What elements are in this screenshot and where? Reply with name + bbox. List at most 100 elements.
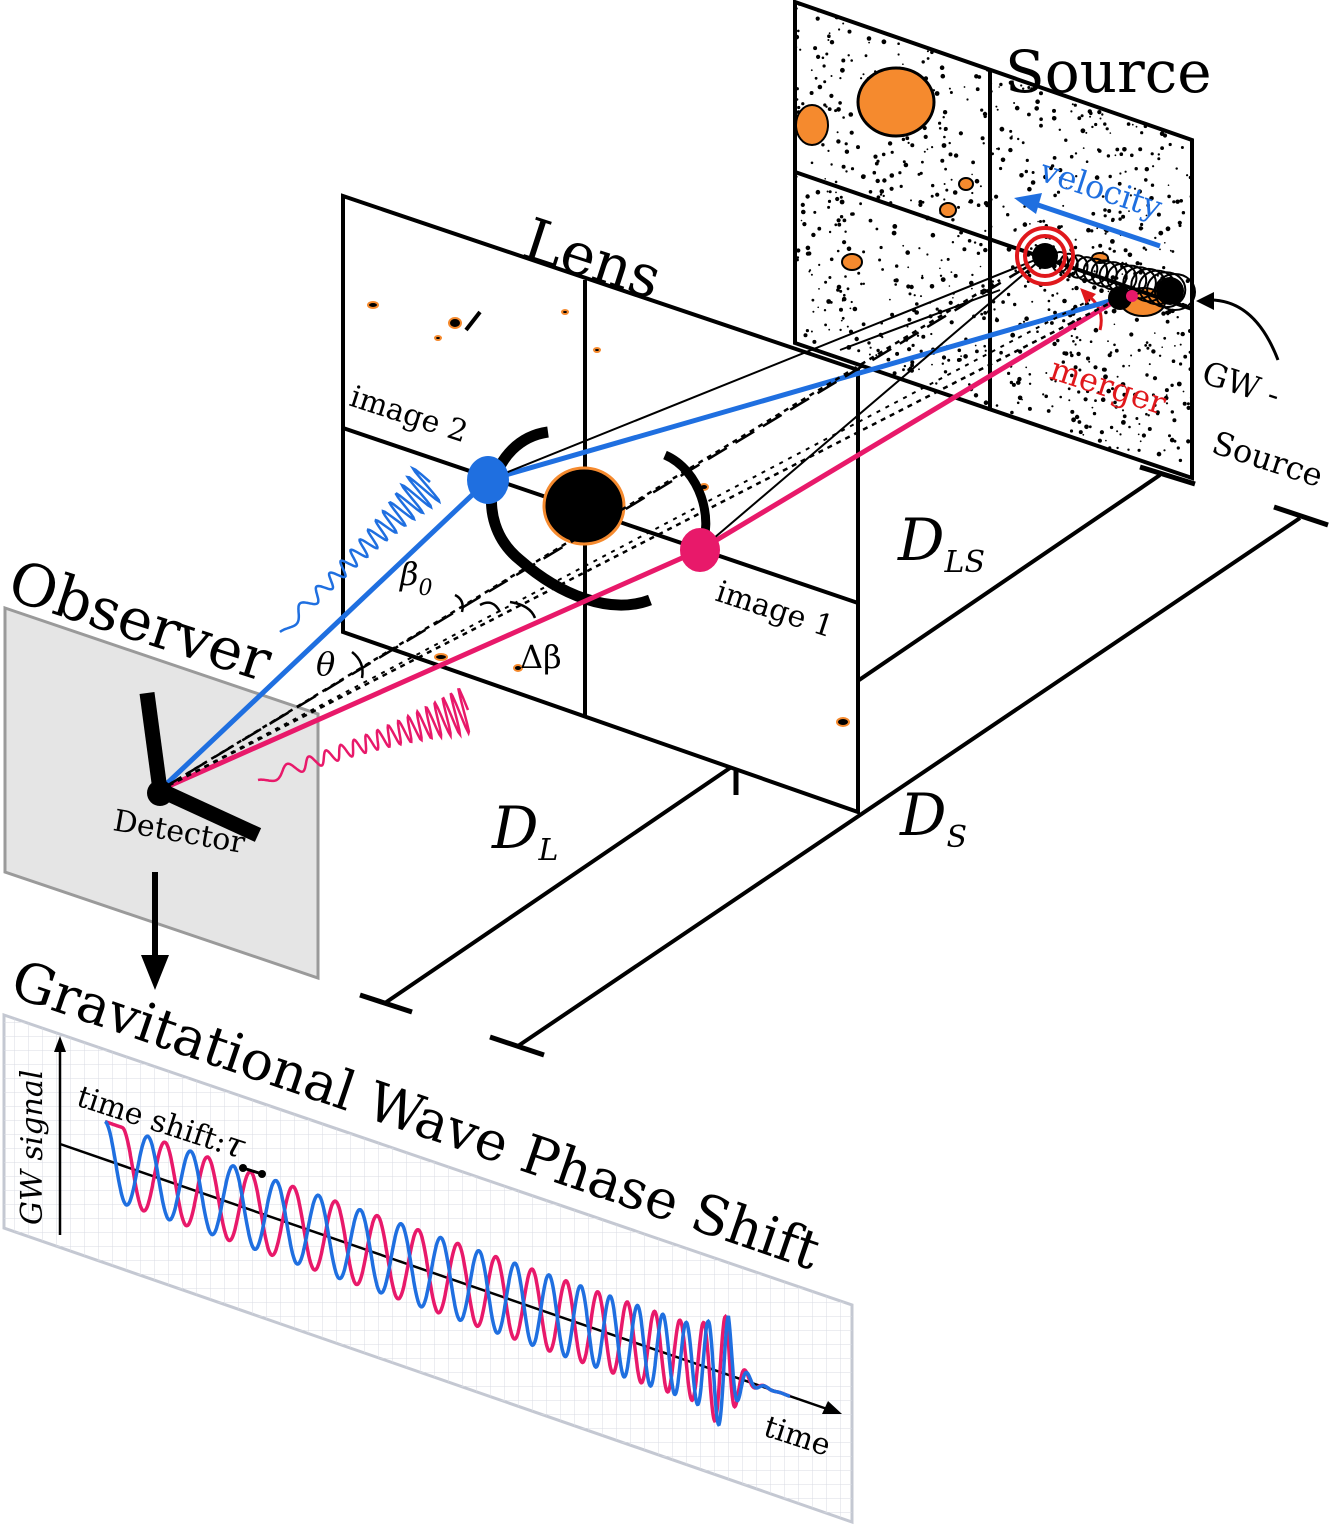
star-dot [940,73,946,79]
star-dot [868,218,873,223]
star-dot [796,256,800,259]
incoming-waveform-blue [279,465,442,633]
star-dot [948,285,951,287]
star-dot [1104,232,1107,235]
star-dot [813,46,818,51]
star-dot [943,128,947,131]
star-dot [859,202,862,206]
star-dot [1116,430,1119,433]
star-dot [1056,338,1060,343]
star-dot [1175,167,1178,170]
star-dot [868,190,873,194]
star-dot [1128,364,1131,367]
star-dot [973,241,977,244]
star-dot [1067,387,1071,391]
star-dot [891,230,897,236]
star-dot [939,274,943,277]
star-dot [892,224,898,229]
star-dot [1171,359,1176,364]
star-dot [1052,116,1057,120]
star-dot [1183,354,1188,359]
gw-signal-pink [104,1119,791,1424]
star-dot [1065,187,1068,190]
star-dot [1050,377,1054,381]
star-dot [862,282,865,285]
star-dot [979,265,982,268]
star-dot [864,54,868,58]
star-dot [1050,321,1054,325]
star-dot [1124,170,1127,173]
star-dot [966,98,969,101]
star-dot [976,203,981,207]
star-dot [838,28,841,31]
star-dot [1105,439,1107,442]
star-dot [1077,390,1081,394]
star-dot [939,65,945,70]
star-dot [1077,116,1082,121]
star-dot [875,227,879,231]
star-dot [844,149,850,154]
galaxy-icon [841,253,863,271]
star-dot [1138,423,1141,425]
star-dot [1020,84,1023,87]
star-dot [1108,174,1112,179]
star-dot [905,136,910,141]
delta-beta-label: Δβ [520,638,562,676]
star-dot [876,159,880,163]
star-dot [1043,174,1048,180]
star-dot [852,306,858,312]
star-dot [1103,208,1107,212]
star-dot [1179,362,1183,366]
star-dot [1186,439,1191,444]
star-dot [824,323,827,327]
star-dot [1084,424,1089,430]
star-dot [921,160,924,164]
star-dot [796,248,801,253]
star-dot [1070,110,1073,113]
star-dot [1178,224,1182,228]
star-dot [1053,193,1057,198]
star-dot [1047,299,1051,303]
star-dot [811,298,815,302]
star-dot [1165,402,1169,405]
star-dot [953,153,959,158]
star-dot [1096,227,1099,230]
star-dot [894,278,899,283]
star-dot [909,284,914,290]
star-dot [950,178,953,181]
star-dot [1090,229,1094,233]
star-dot [1042,219,1046,223]
star-dot [1034,244,1038,247]
star-dot [1027,186,1032,192]
star-dot [1130,354,1133,357]
star-dot [1176,331,1180,335]
star-dot [1097,148,1100,152]
star-dot [926,148,929,151]
star-dot [1069,429,1074,433]
star-dot [1134,167,1138,171]
source-binary [1015,226,1184,310]
star-dot [809,91,814,95]
star-dot [1181,211,1186,215]
star-dot [929,284,935,289]
incoming-waveform-pink [257,688,471,783]
star-dot [836,218,841,223]
star-dot [1061,360,1066,364]
star-dot [1017,376,1022,382]
star-dot [841,164,846,169]
star-dot [818,263,821,266]
star-dot [1106,154,1111,158]
star-dot [821,143,825,147]
star-dot [960,355,962,357]
star-dot [868,353,871,356]
star-dot [881,39,887,45]
galaxy-icon [939,202,957,218]
star-dot [843,293,846,297]
star-dot [968,199,974,204]
star-dot [1103,214,1107,218]
star-dot [1094,175,1100,180]
star-dot [879,193,883,196]
star-dot [993,308,996,311]
star-dot [876,195,881,200]
